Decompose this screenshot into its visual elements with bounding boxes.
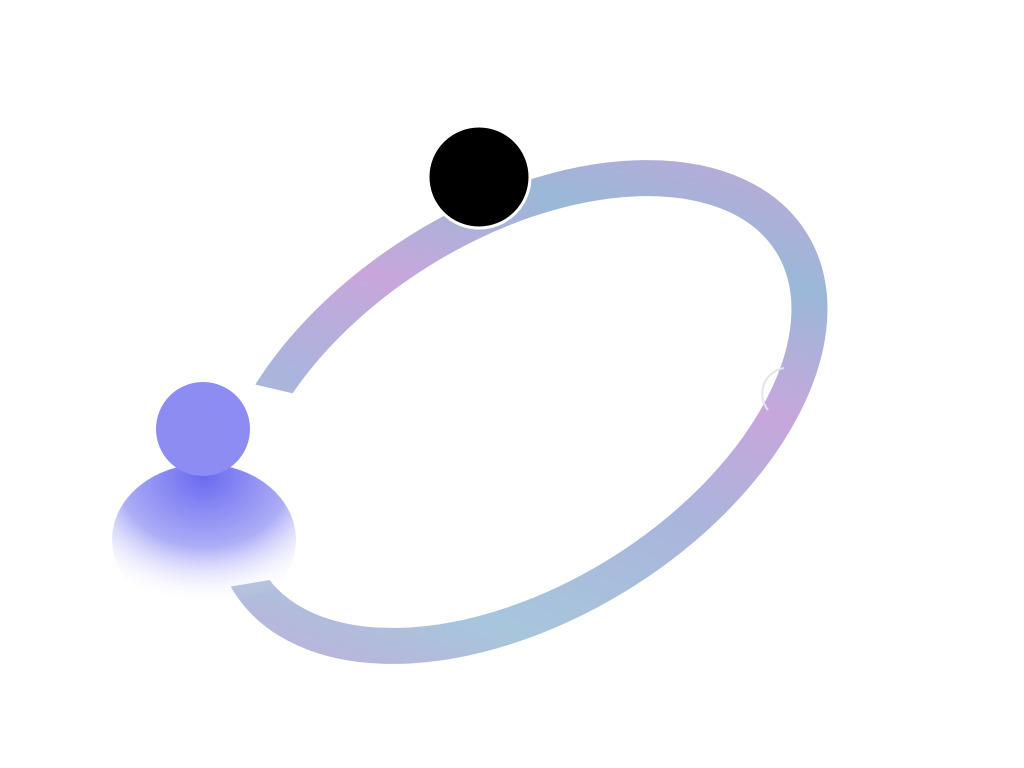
person-body	[112, 464, 296, 616]
person-figure-icon	[112, 382, 296, 616]
person-head	[156, 382, 250, 476]
black-orb-icon	[426, 124, 532, 230]
faint-arc-mark-icon	[761, 367, 785, 411]
